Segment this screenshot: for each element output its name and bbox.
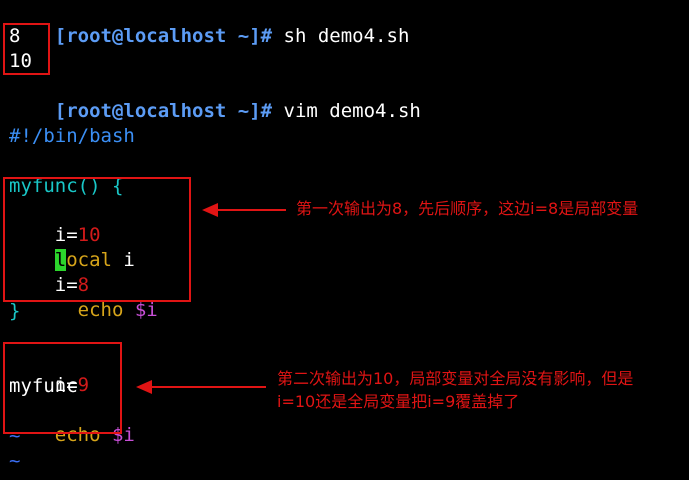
code-op: = xyxy=(66,274,78,296)
highlight-box-global xyxy=(3,342,122,434)
code-line-call: myfunc xyxy=(9,375,78,397)
annotation-note-1: 第一次输出为8，先后顺序，这边i=8是局部变量 xyxy=(296,199,639,218)
vim-empty-line-tilde: ~ xyxy=(9,450,21,472)
output-line-1: 8 xyxy=(9,25,21,47)
code-line-local: local i xyxy=(9,224,135,271)
shell-line-vim: [root@localhost ~]# vim demo4.sh xyxy=(9,75,421,122)
code-number: 10 xyxy=(77,224,101,246)
vim-empty-line-tilde: ~ xyxy=(9,425,21,447)
code-keyword: echo xyxy=(54,424,101,446)
editor-cursor: l xyxy=(54,249,67,271)
code-var-ref: $i xyxy=(100,424,135,446)
code-func-decl: myfunc() { xyxy=(9,175,124,197)
code-line-echo-outer: echo $i xyxy=(9,399,135,446)
code-var: i xyxy=(54,374,67,396)
code-line-i-10: i=10 xyxy=(9,199,101,246)
code-var: i xyxy=(111,249,135,271)
code-keyword: ocal xyxy=(66,249,112,271)
code-op: = xyxy=(66,374,78,396)
code-var: i xyxy=(54,224,67,246)
shell-command: sh demo4.sh xyxy=(272,25,410,47)
code-func-close: } xyxy=(9,300,21,322)
code-line-i-8: i=8 xyxy=(9,249,89,296)
code-var: i xyxy=(54,274,67,296)
shell-command: vim demo4.sh xyxy=(272,100,421,122)
code-line-i-9: i=9 xyxy=(9,349,89,396)
code-op: = xyxy=(66,224,78,246)
code-shebang: #!/bin/bash xyxy=(9,125,135,147)
code-keyword: echo xyxy=(54,299,124,321)
shell-prompt: [root@localhost ~]# xyxy=(54,100,273,122)
code-var-ref: $i xyxy=(123,299,158,321)
code-line-echo-inner: echo $i xyxy=(9,274,158,321)
highlight-box-output xyxy=(3,23,50,75)
shell-prompt: [root@localhost ~]# xyxy=(54,25,273,47)
code-number: 8 xyxy=(77,274,90,296)
code-number: 9 xyxy=(77,374,90,396)
highlight-box-function xyxy=(3,177,191,302)
annotation-note-2-line-2: i=10还是全局变量把i=9覆盖掉了 xyxy=(277,392,520,411)
shell-line-run: [root@localhost ~]# sh demo4.sh xyxy=(9,0,410,47)
annotation-note-2-line-1: 第二次输出为10，局部变量对全局没有影响，但是 xyxy=(277,369,634,388)
output-line-2: 10 xyxy=(9,50,32,72)
